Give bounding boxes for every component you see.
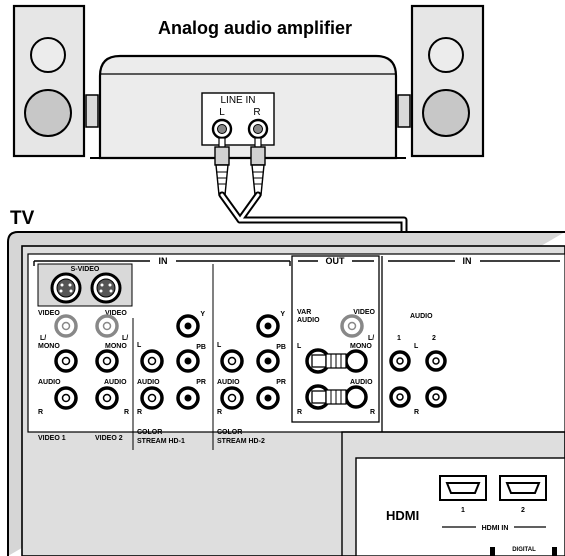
right-speaker — [410, 4, 485, 158]
amplifier-title: Analog audio amplifier — [158, 18, 352, 38]
hd2-stream-label: STREAM HD-2 — [217, 438, 265, 445]
out-label: OUT — [326, 256, 346, 266]
video2-audio-l-jack[interactable] — [95, 349, 119, 373]
video2-mono-label: MONO — [105, 343, 127, 350]
hd2-y-label: Y — [280, 311, 285, 318]
in-label-right: IN — [463, 256, 472, 266]
out-audio-l-jack[interactable] — [344, 349, 368, 373]
video2-r-label: R — [124, 409, 129, 416]
video2-video-label: VIDEO — [105, 310, 127, 317]
out-var-audio-label: AUDIO — [297, 317, 320, 324]
right-r-label: R — [414, 409, 419, 416]
right-audio1-r-jack[interactable] — [389, 386, 411, 408]
hd1-pr-label: PR — [196, 379, 206, 386]
hdmi-in-label: HDMI IN — [482, 525, 509, 532]
video2-video-jack[interactable] — [95, 314, 119, 338]
line-in-l-label: L — [219, 107, 225, 118]
right-audio2-r-jack[interactable] — [425, 386, 447, 408]
hdmi-1-port[interactable] — [439, 475, 487, 501]
out-var-label: VAR — [297, 309, 311, 316]
right-2-label: 2 — [432, 335, 436, 342]
out-r-left-label: R — [297, 409, 302, 416]
out-audio-r-jack[interactable] — [344, 385, 368, 409]
hd2-y-jack[interactable] — [256, 314, 280, 338]
out-r-right-label: R — [370, 409, 375, 416]
video2-label: VIDEO 2 — [95, 435, 123, 442]
video1-audio-r-jack[interactable] — [54, 386, 78, 410]
out-audio-label: AUDIO — [350, 379, 373, 386]
video2-lmono-label: L/ — [122, 335, 128, 342]
hd1-r-label: R — [137, 409, 142, 416]
hd2-audio-r-jack[interactable] — [220, 386, 244, 410]
hd1-audio-l-jack[interactable] — [140, 349, 164, 373]
in-label-left: IN — [159, 256, 168, 266]
line-in-r-jack[interactable] — [247, 118, 269, 140]
hd1-y-label: Y — [200, 311, 205, 318]
out-lmono-label: L/ — [368, 335, 374, 342]
video1-label: VIDEO 1 — [38, 435, 66, 442]
video2-audio-r-jack[interactable] — [95, 386, 119, 410]
video2-audio-label: AUDIO — [104, 379, 127, 386]
out-video-label: VIDEO — [353, 309, 375, 316]
out-video-jack[interactable] — [340, 314, 364, 338]
svideo-1-jack[interactable] — [50, 272, 82, 304]
hdmi-logo: HDMI — [386, 508, 419, 523]
hd1-audio-label: AUDIO — [137, 379, 160, 386]
hd2-color-label: COLOR — [217, 429, 242, 436]
hd1-pr-jack[interactable] — [176, 386, 200, 410]
video1-audio-label: AUDIO — [38, 379, 61, 386]
hd2-pr-jack[interactable] — [256, 386, 280, 410]
left-speaker — [12, 4, 86, 158]
right-audio2-l-jack[interactable] — [425, 350, 447, 372]
tv-label: TV — [10, 208, 35, 229]
hdmi-2-port[interactable] — [499, 475, 547, 501]
out-l-left-label: L — [297, 343, 302, 350]
hd1-pb-jack[interactable] — [176, 349, 200, 373]
line-in-l-jack[interactable] — [211, 118, 233, 140]
hd2-pr-label: PR — [276, 379, 286, 386]
line-in-label: LINE IN — [220, 95, 255, 106]
right-1-label: 1 — [397, 335, 401, 342]
digital-label: DIGITAL — [512, 547, 536, 553]
hd2-pb-label: PB — [276, 344, 286, 351]
hd1-pb-label: PB — [196, 344, 206, 351]
svideo-label: S-VIDEO — [71, 266, 100, 273]
cable-plugs-tv — [311, 353, 347, 405]
hd1-y-jack[interactable] — [176, 314, 200, 338]
svideo-2-jack[interactable] — [90, 272, 122, 304]
hd2-l-label: L — [217, 342, 222, 349]
right-audio1-l-jack[interactable] — [389, 350, 411, 372]
hd2-r-label: R — [217, 409, 222, 416]
hd1-stream-label: STREAM HD-1 — [137, 438, 185, 445]
out-mono-label: MONO — [350, 343, 372, 350]
right-audio-label: AUDIO — [410, 313, 433, 320]
video1-video-label: VIDEO — [38, 310, 60, 317]
hdmi-2-label: 2 — [521, 507, 525, 514]
video1-video-jack[interactable] — [54, 314, 78, 338]
amplifier-body — [85, 54, 411, 160]
video1-r-label: R — [38, 409, 43, 416]
video1-audio-l-jack[interactable] — [54, 349, 78, 373]
digital-bracket-left — [490, 547, 495, 556]
right-l-label: L — [414, 343, 419, 350]
hd2-audio-label: AUDIO — [217, 379, 240, 386]
video1-mono-label: MONO — [38, 343, 60, 350]
line-in-r-label: R — [253, 107, 260, 118]
hd1-audio-r-jack[interactable] — [140, 386, 164, 410]
hd2-pb-jack[interactable] — [256, 349, 280, 373]
hd1-color-label: COLOR — [137, 429, 162, 436]
video1-lmono-label: L/ — [40, 335, 46, 342]
in-header-left — [33, 260, 291, 266]
hd1-l-label: L — [137, 342, 142, 349]
hdmi-1-label: 1 — [461, 507, 465, 514]
digital-bracket-right — [552, 547, 557, 556]
hd2-audio-l-jack[interactable] — [220, 349, 244, 373]
